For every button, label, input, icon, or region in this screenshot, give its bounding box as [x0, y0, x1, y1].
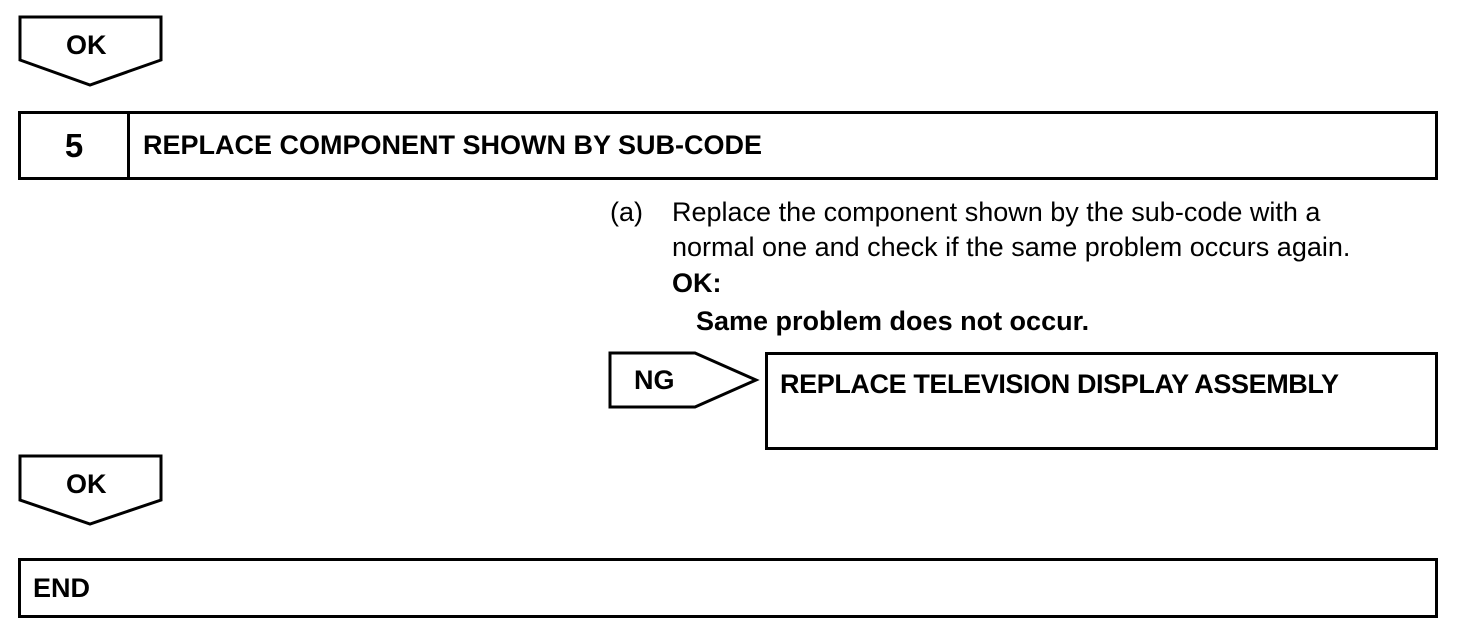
ok-label: OK	[66, 469, 107, 499]
ng-label: NG	[634, 365, 675, 395]
instruction-marker: (a)	[610, 197, 643, 227]
ng-action-text: REPLACE TELEVISION DISPLAY ASSEMBLY	[780, 369, 1339, 399]
down-arrow-shape	[18, 15, 163, 87]
ok-criteria-result: Same problem does not occur.	[696, 306, 1090, 336]
right-arrow-shape	[608, 351, 760, 409]
step-title: REPLACE COMPONENT SHOWN BY SUB-CODE	[143, 130, 763, 160]
step-header: 5 REPLACE COMPONENT SHOWN BY SUB-CODE	[18, 111, 1438, 180]
instruction-line-1: Replace the component shown by the sub-c…	[672, 197, 1321, 227]
ok-criteria-label: OK:	[672, 268, 722, 298]
down-arrow-shape	[18, 454, 163, 526]
instruction-line-2: normal one and check if the same problem…	[672, 232, 1351, 262]
ok-label: OK	[66, 30, 107, 60]
end-label: END	[33, 572, 91, 603]
end-box: END	[18, 558, 1438, 618]
ng-action-box: REPLACE TELEVISION DISPLAY ASSEMBLY	[765, 352, 1438, 450]
step-number: 5	[21, 114, 130, 177]
